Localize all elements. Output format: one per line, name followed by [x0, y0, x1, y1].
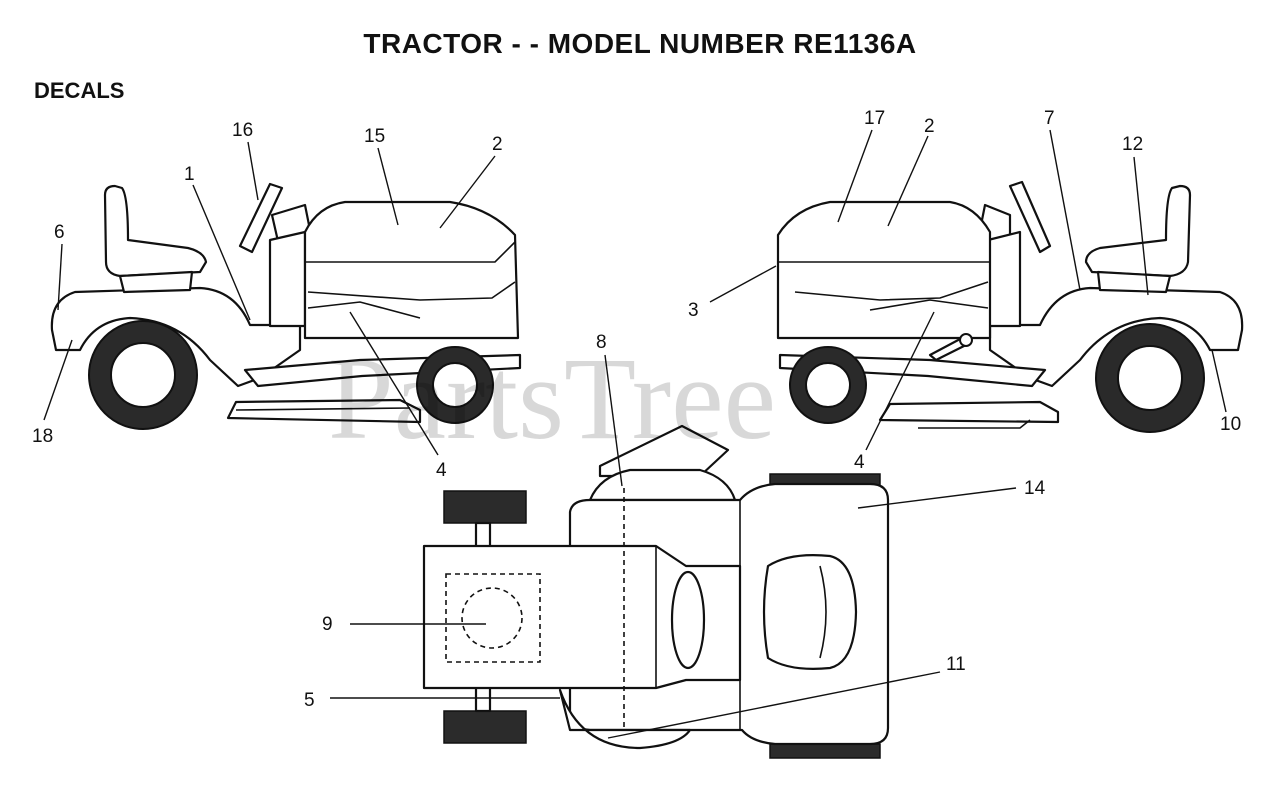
callout-1: 1	[184, 164, 195, 185]
leader-lines	[43, 129, 1227, 739]
callout-2-left: 2	[492, 134, 503, 155]
callout-18: 18	[32, 426, 53, 447]
callout-7: 7	[1044, 108, 1055, 129]
tractor-right-view	[776, 180, 1244, 433]
callout-16: 16	[232, 120, 253, 141]
callout-12: 12	[1122, 134, 1143, 155]
callout-4-left: 4	[436, 460, 447, 481]
callout-2-right: 2	[924, 116, 935, 137]
section-heading: DECALS	[34, 78, 125, 103]
callout-11: 11	[946, 654, 966, 675]
callout-5: 5	[304, 690, 315, 711]
callout-6: 6	[54, 222, 65, 243]
callout-labels: 16 15 2 1 6 18 4 17 2 7 12 3 4 10 8 14 9…	[32, 108, 1241, 711]
callout-17: 17	[864, 108, 885, 129]
callout-10: 10	[1220, 414, 1241, 435]
callout-8: 8	[596, 332, 607, 353]
callout-9: 9	[322, 614, 333, 635]
callout-3: 3	[688, 300, 699, 321]
tractor-left-view	[50, 182, 522, 430]
callout-15: 15	[364, 126, 385, 147]
callout-14: 14	[1024, 478, 1046, 499]
tractor-top-view	[422, 424, 890, 759]
watermark: PartsTree	[328, 333, 776, 464]
callout-4-right: 4	[854, 452, 865, 473]
diagram-title: TRACTOR - - MODEL NUMBER RE1136A	[363, 28, 917, 59]
